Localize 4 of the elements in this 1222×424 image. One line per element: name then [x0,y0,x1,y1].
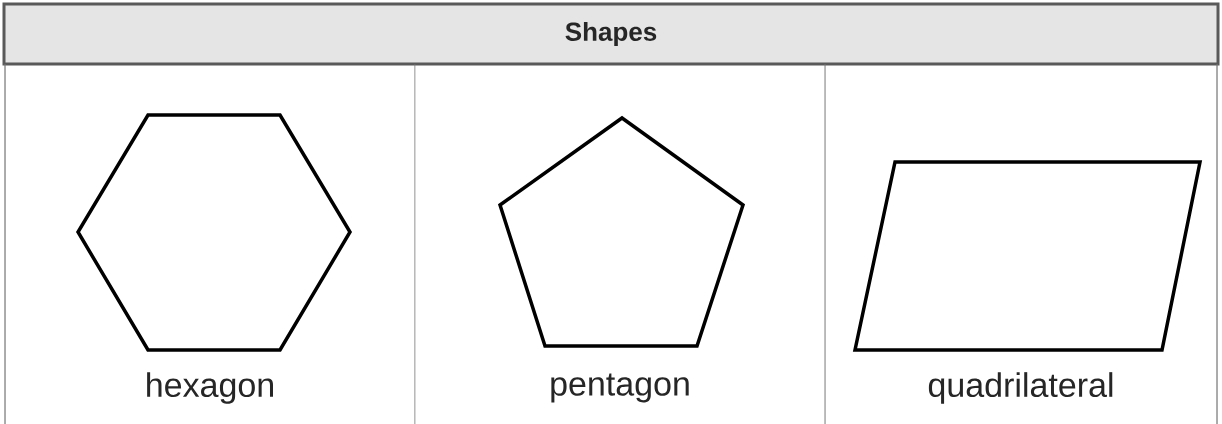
shape-label: hexagon [147,372,273,404]
header-cell: Shapes [2,2,1220,66]
shape-label: pentagon [551,373,689,403]
shape-label: quadrilateral [928,372,1113,404]
